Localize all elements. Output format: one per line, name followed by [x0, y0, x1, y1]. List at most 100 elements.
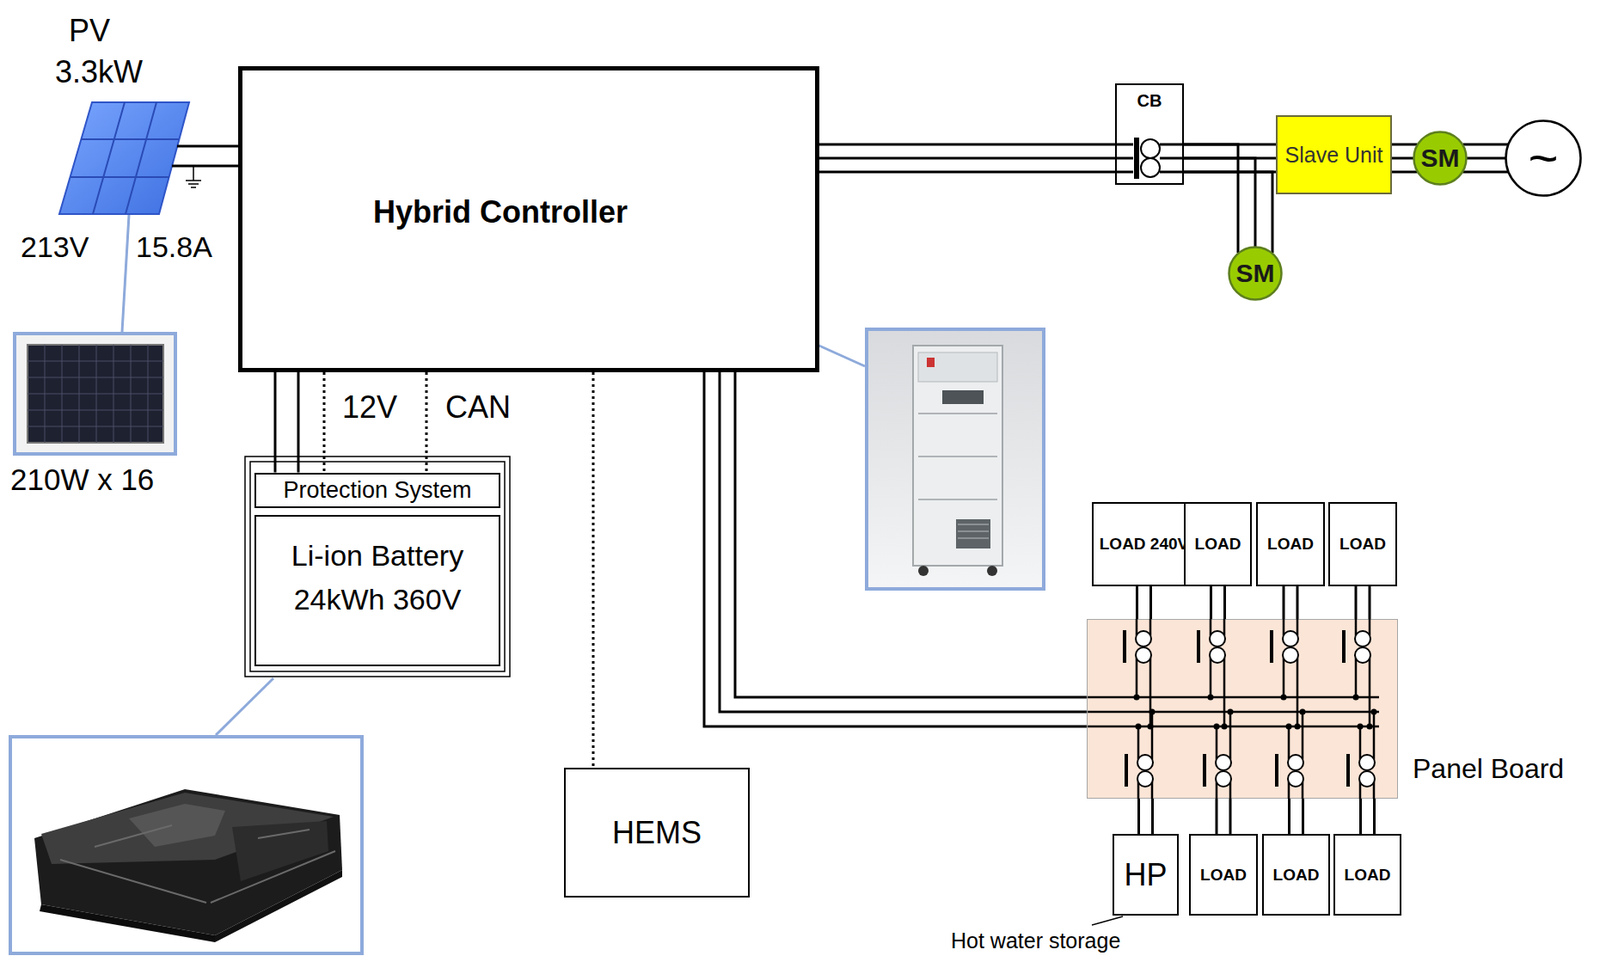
pv-panel-body: [59, 102, 190, 215]
wire-line: [819, 143, 1116, 147]
load-box: LOAD: [1328, 502, 1398, 587]
wire-line: [1354, 586, 1358, 620]
hems-box: HEMS: [563, 767, 750, 898]
wire-line: [425, 372, 429, 473]
wire-line: [1359, 798, 1362, 834]
wire-connector: [1355, 586, 1370, 620]
wire-connector: [1360, 798, 1375, 834]
wire-line: [1209, 586, 1213, 620]
node-label: Slave Unit: [1285, 142, 1384, 168]
wire-line: [1301, 798, 1305, 834]
controller-photo: [866, 329, 1044, 589]
wire-line: [704, 372, 1087, 727]
wire-line: [1282, 586, 1286, 620]
wire-line: [1183, 171, 1273, 253]
wire-connector: [1139, 798, 1153, 834]
wire-connector: [1283, 586, 1298, 620]
wire-line: [1151, 798, 1154, 834]
wire-line: [1296, 586, 1300, 620]
wire-line: [1137, 798, 1141, 834]
node-label: Hybrid Controller: [373, 193, 628, 231]
wire-line: [1463, 143, 1509, 147]
battery-frame: [250, 461, 505, 672]
part-label: Hot water storage: [950, 928, 1121, 954]
leader-line: [122, 214, 129, 332]
node-label: HP: [1123, 856, 1167, 894]
smart-meter: SM: [1412, 130, 1468, 186]
part-label: 213V: [20, 230, 89, 264]
load-box: LOAD: [1333, 833, 1402, 916]
wire-line: [1287, 798, 1291, 834]
part-label: 210W x 16: [10, 462, 154, 497]
node-label: CB: [1137, 90, 1163, 111]
pv-panel-grid: [70, 102, 179, 215]
wire-line: [1135, 586, 1139, 620]
circle-shape: [1414, 132, 1467, 185]
node-label: LOAD: [1344, 864, 1392, 886]
wire-line: [323, 372, 326, 473]
battery-box: Li-ion Battery24kWh 360V: [254, 514, 501, 667]
battery-frame: [245, 456, 510, 677]
wire-connector: [1463, 144, 1509, 172]
battery-photo: [10, 736, 362, 954]
wire-line: [1391, 157, 1414, 160]
pv-module-photo: [14, 333, 176, 454]
part-label: PV: [68, 12, 111, 50]
controller-box: Hybrid Controller: [238, 66, 820, 373]
wire-line: [1215, 798, 1219, 834]
wire-connector: [704, 372, 1087, 727]
part-label: 3.3kW: [55, 54, 143, 91]
wire-line: [819, 171, 1116, 174]
wire-line: [1391, 171, 1417, 174]
wire-line: [274, 372, 277, 473]
breaker-box: CB: [1115, 83, 1184, 185]
node-label: LOAD: [1339, 533, 1386, 555]
protection-box: Protection System: [254, 472, 501, 509]
load-box: LOAD 240V: [1091, 502, 1196, 587]
wire-line: [1229, 798, 1233, 834]
pv-wire: [171, 146, 239, 166]
wire-connector: [1289, 798, 1304, 834]
wire-connector: [593, 372, 595, 768]
smart-meter: SM: [1227, 245, 1283, 301]
pv-panel-icon: [59, 102, 190, 215]
node-label: SM: [1236, 257, 1276, 289]
wire-line: [1368, 586, 1372, 620]
heat-pump-box: HP: [1112, 833, 1179, 916]
wire-line: [592, 372, 595, 768]
node-label: LOAD: [1267, 533, 1314, 555]
node-label: LOAD: [1273, 864, 1320, 886]
wire-line: [297, 372, 301, 473]
wire-line: [1466, 157, 1506, 160]
circle-shape: [1229, 247, 1282, 301]
wire-connector: [1137, 586, 1152, 620]
wire-connector: [1216, 798, 1231, 834]
load-box: LOAD: [1256, 502, 1325, 587]
wire-connector: [1211, 586, 1226, 620]
signal-label: 12V: [342, 389, 398, 426]
load-box: LOAD: [1183, 502, 1252, 587]
node-label: SM: [1421, 142, 1460, 174]
node-label: Protection System: [282, 476, 472, 504]
grid-source: ~: [1504, 119, 1582, 197]
node-label: LOAD 240V: [1099, 533, 1189, 555]
wire-connector: [426, 372, 428, 473]
node-label: 24kWh 360V: [294, 577, 462, 622]
wire-connector: [819, 144, 1116, 172]
load-box: LOAD: [1189, 833, 1258, 916]
wire-line: [735, 372, 1087, 698]
wire-connector: [1183, 144, 1273, 253]
wire-line: [819, 157, 1116, 160]
node-label: ~: [1527, 127, 1558, 190]
leader-line: [1091, 916, 1123, 926]
node-label: Li-ion Battery: [291, 533, 464, 578]
wire-line: [1373, 798, 1376, 834]
node-label: LOAD: [1200, 864, 1247, 886]
node-label: Panel Board: [1412, 752, 1564, 785]
wire-line: [719, 372, 1087, 712]
wire-line: [1391, 143, 1417, 147]
node-label: LOAD: [1195, 533, 1242, 555]
signal-label: CAN: [445, 389, 511, 426]
circle-shape: [1506, 121, 1582, 197]
